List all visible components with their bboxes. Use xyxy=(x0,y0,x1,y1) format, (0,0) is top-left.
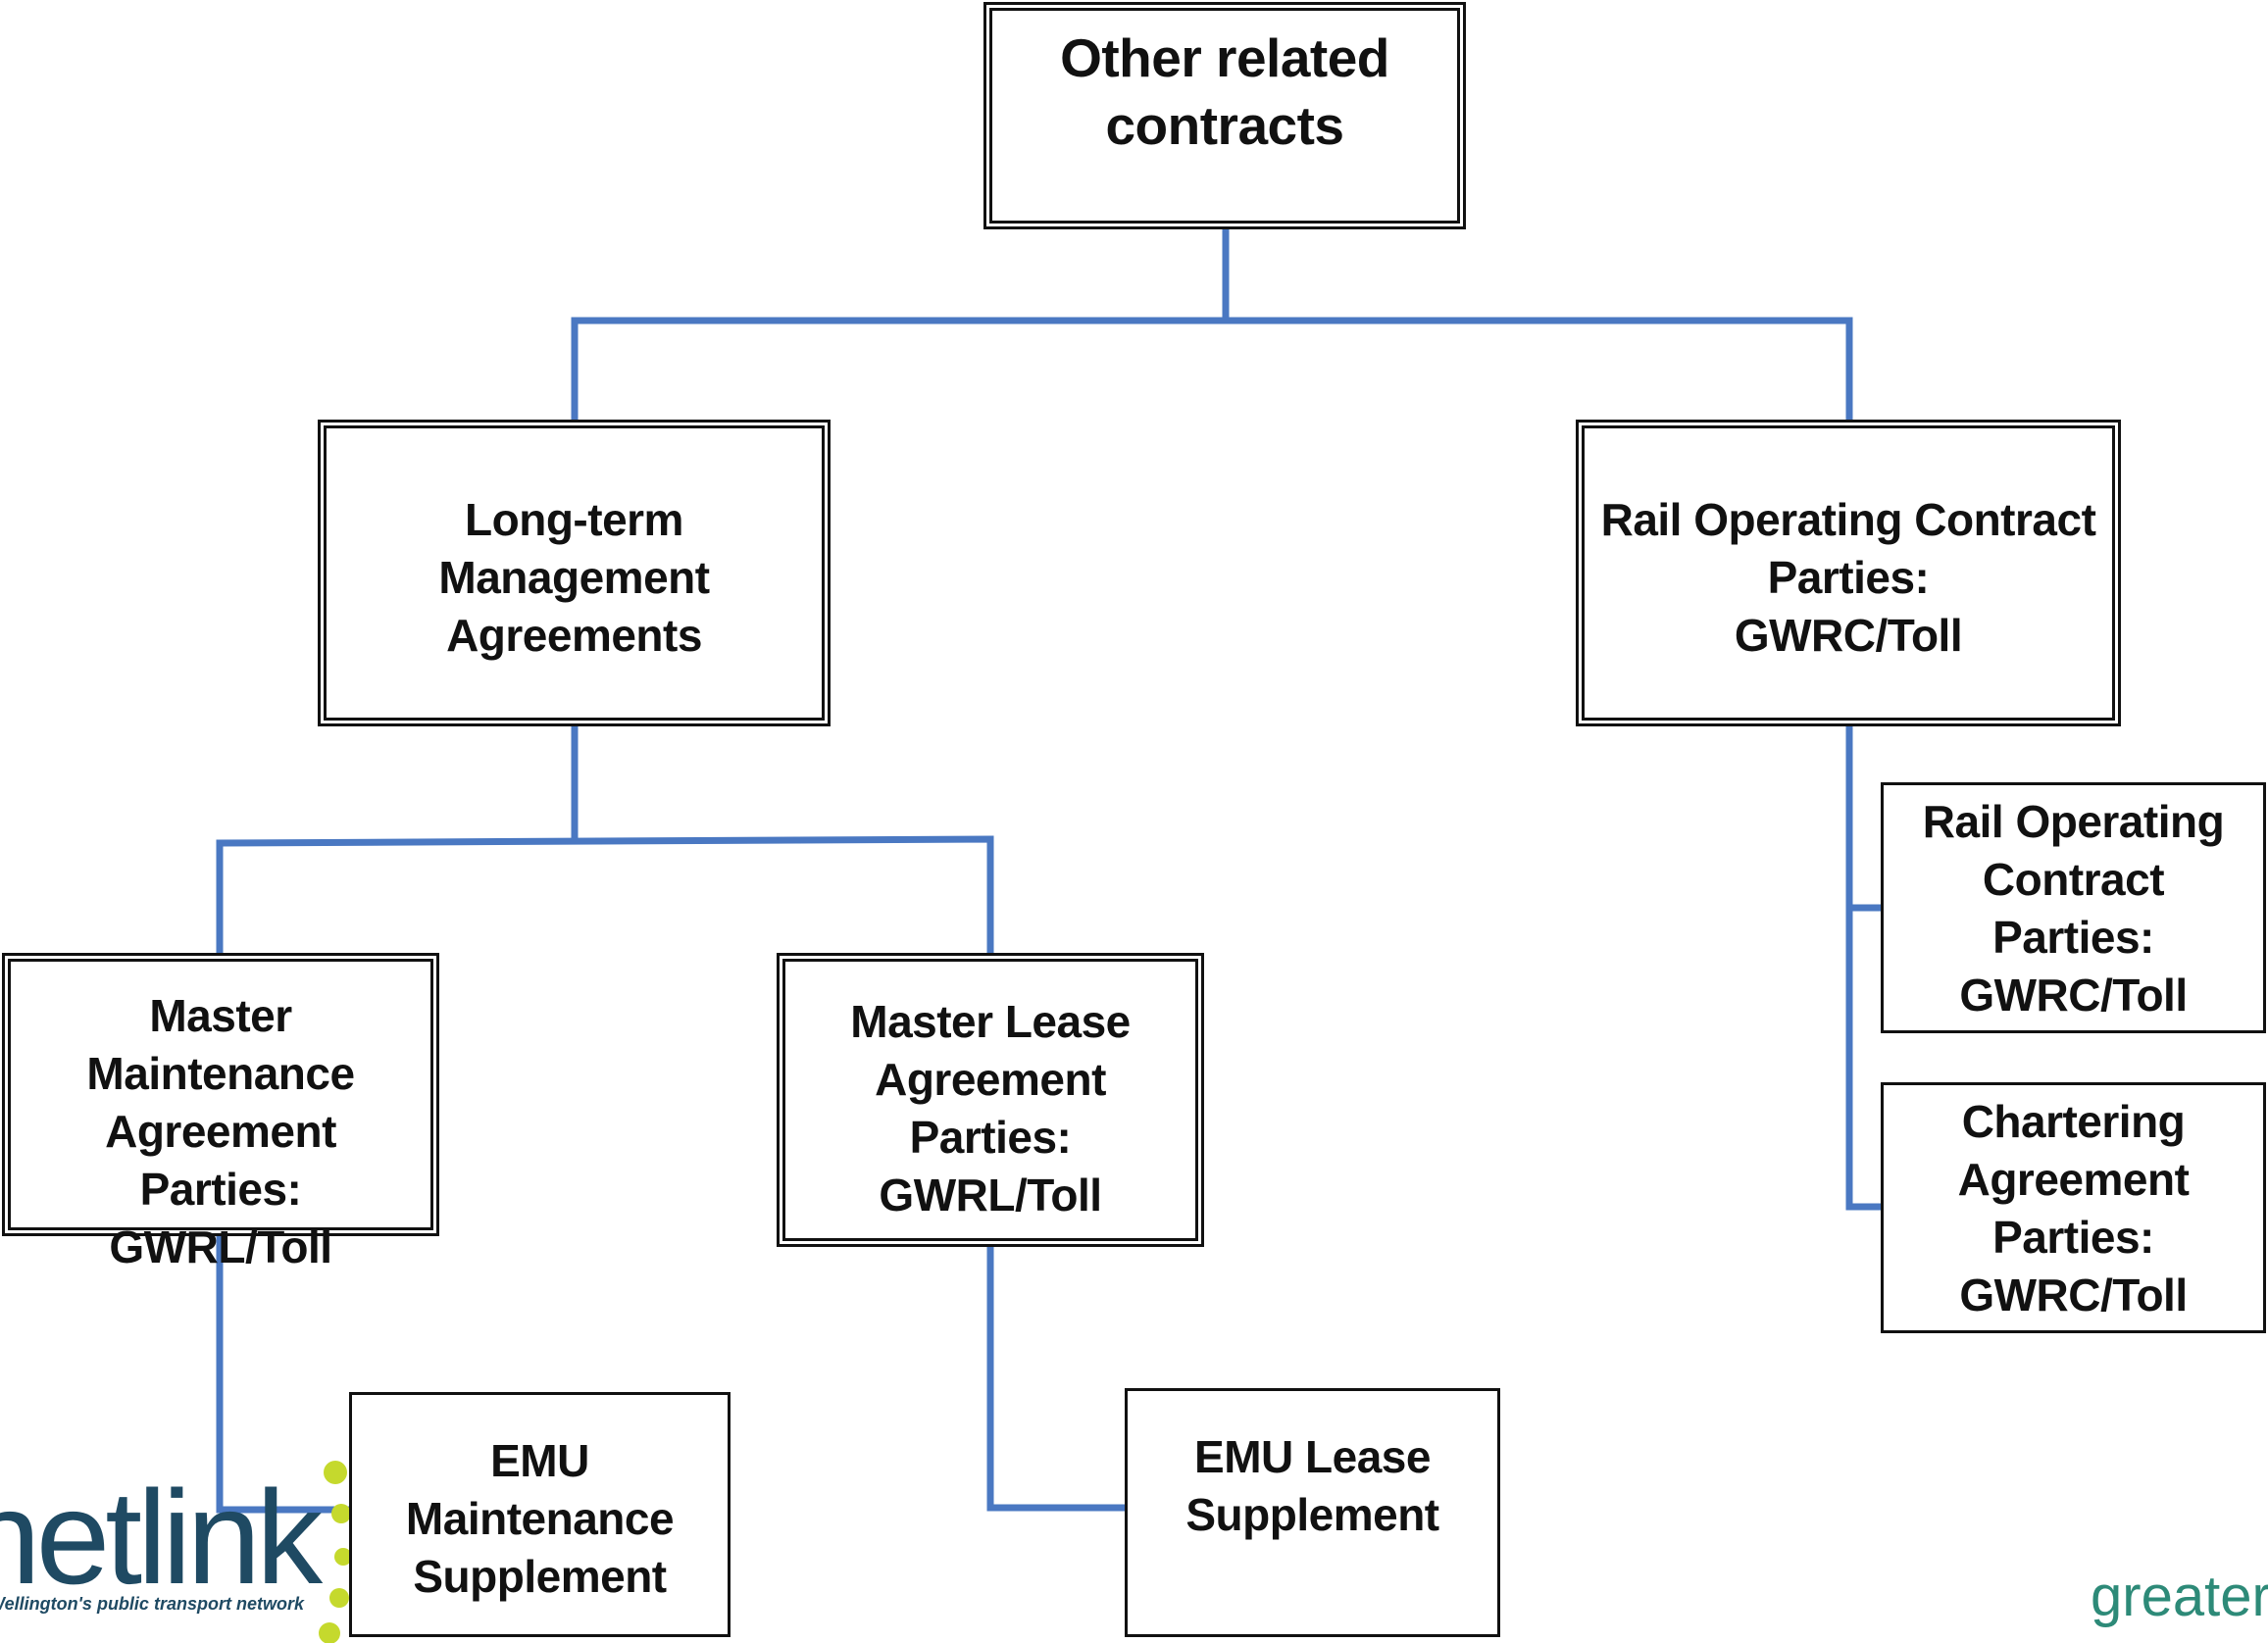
netlink-logo: netlink xyxy=(0,1463,323,1612)
node-chartering-agreement: Chartering Agreement Parties: GWRC/Toll xyxy=(1881,1082,2266,1333)
greater-logo: greater xyxy=(2091,1565,2268,1628)
node-label: EMU Maintenance Supplement xyxy=(405,1435,675,1602)
node-label: Master Maintenance Agreement Parties: GW… xyxy=(86,990,355,1272)
node-label: Other related contracts xyxy=(1060,27,1389,157)
connector-mma-emu xyxy=(216,1232,353,1514)
node-rail-operating-contract: Rail Operating Contract Parties: GWRC/To… xyxy=(1576,420,2121,726)
node-long-term-management-agreements: Long-term Management Agreements xyxy=(318,420,831,726)
connector-mla-emu xyxy=(986,1243,1129,1512)
node-label: Long-term Management Agreements xyxy=(438,494,710,661)
node-master-maintenance-agreement: Master Maintenance Agreement Parties: GW… xyxy=(2,953,439,1272)
node-emu-lease-supplement: EMU Lease Supplement xyxy=(1125,1388,1500,1637)
node-master-lease-agreement: Master Lease Agreement Parties: GWRL/Tol… xyxy=(777,953,1204,1247)
node-emu-maintenance-supplement: EMU Maintenance Supplement xyxy=(349,1392,731,1637)
connector-root-branch xyxy=(571,317,1853,425)
node-rail-operating-contract-sub: Rail Operating Contract Parties: GWRC/To… xyxy=(1881,782,2266,1033)
node-other-related-contracts: Other related contracts xyxy=(983,2,1466,229)
node-label: Master Lease Agreement Parties: GWRL/Tol… xyxy=(850,996,1131,1220)
node-label: Rail Operating Contract Parties: GWRC/To… xyxy=(1600,494,2096,661)
node-label: Chartering Agreement Parties: GWRC/Toll xyxy=(1957,1096,2190,1320)
connector-roc-trunk xyxy=(1845,722,1885,1211)
node-label: EMU Lease Supplement xyxy=(1185,1431,1439,1540)
node-label: Rail Operating Contract Parties: GWRC/To… xyxy=(1922,796,2225,1021)
netlink-tagline: Wellington's public transport network xyxy=(0,1594,304,1614)
connector-ltma-branch xyxy=(216,835,994,960)
